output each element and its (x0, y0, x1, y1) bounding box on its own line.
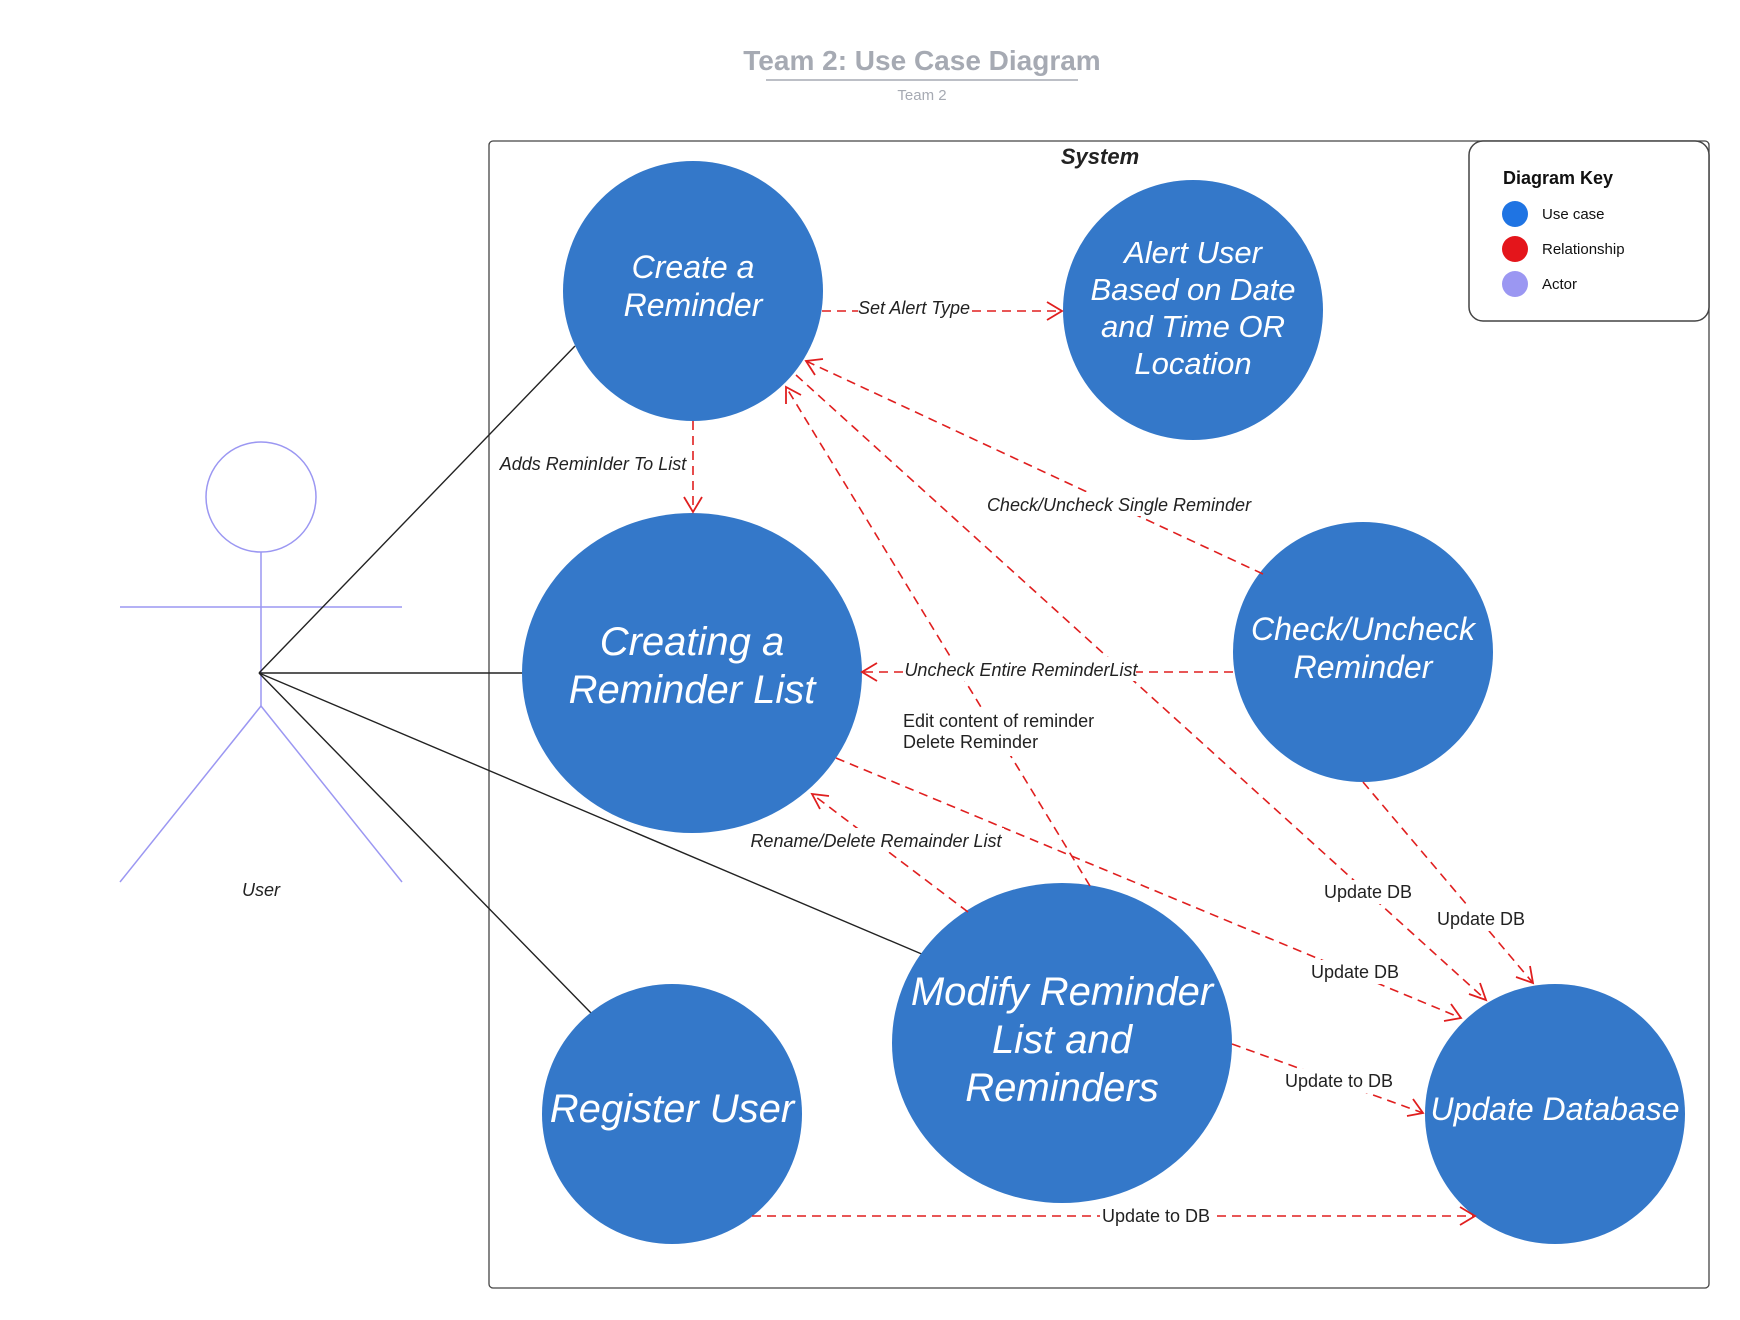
use-case-check-uncheck-line-1: Check/Uncheck (1251, 611, 1477, 647)
use-case-alert-user-line-1: Alert User (1122, 235, 1263, 270)
label-bg-rename-delete (750, 828, 1004, 852)
use-case-check-uncheck-circle (1233, 522, 1493, 782)
use-case-modify-line-3: Reminders (965, 1066, 1158, 1110)
label-check-single: Check/Uncheck Single Reminder (987, 495, 1252, 515)
actor-user: User (119, 441, 403, 900)
actor-right-leg (260, 705, 403, 883)
association-modify (258, 672, 925, 956)
use-case-register-line-1: Register User (550, 1087, 796, 1131)
label-bg-uncheck-entire (904, 657, 1136, 681)
use-case-create-reminder-line-1: Create a (632, 249, 755, 285)
actor-name: User (242, 880, 281, 900)
use-case-create-reminder-circle (563, 161, 823, 421)
use-case-create-reminder-line-2: Reminder (624, 287, 764, 323)
use-cases: Create a Reminder Alert User Based on Da… (522, 161, 1685, 1244)
label-edit-content: Edit content of reminder (903, 711, 1094, 731)
rel-update-db-1-line (795, 374, 1487, 1001)
use-case-modify-ellipse (892, 883, 1232, 1203)
key-relationship-label: Relationship (1542, 241, 1625, 258)
rel-rename-delete-arrowhead (810, 792, 830, 810)
label-delete-reminder: Delete Reminder (903, 732, 1038, 752)
rel-update-to-db-1-line (1231, 1043, 1424, 1114)
use-case-creating-list-ellipse (522, 513, 862, 833)
label-update-to-db-1: Update to DB (1285, 1071, 1393, 1091)
actor-head (205, 441, 317, 553)
label-bg-check-single (986, 492, 1252, 516)
use-case-update-db-line-1: Update Database (1430, 1091, 1679, 1127)
diagram-title: Team 2: Use Case Diagram (743, 45, 1100, 76)
use-case-modify-line-1: Modify Reminder (911, 970, 1215, 1014)
diagram-subtitle: Team 2 (897, 87, 946, 104)
label-update-db-1: Update DB (1324, 882, 1412, 902)
label-bg-update-db-1 (1321, 880, 1415, 904)
use-case-creating-list-line-1: Creating a (600, 620, 785, 664)
association-create-reminder (258, 345, 576, 674)
associations (258, 345, 925, 1015)
diagram-key: Diagram Key Use case Relationship Actor (1468, 140, 1710, 322)
use-case-register[interactable]: Register User (542, 984, 802, 1244)
rel-update-to-db-1-arrowhead (1406, 1098, 1425, 1117)
label-bg-update-db-3 (1308, 960, 1402, 984)
use-case-create-reminder[interactable]: Create a Reminder (563, 161, 823, 421)
use-case-modify[interactable]: Modify Reminder List and Reminders (892, 883, 1232, 1203)
use-case-alert-user-circle (1063, 180, 1323, 440)
label-bg-update-to-db-1 (1284, 1069, 1394, 1093)
key-actor-label: Actor (1542, 276, 1577, 293)
use-case-modify-line-2: List and (992, 1018, 1134, 1062)
label-adds-to-list: Adds ReminIder To List (499, 454, 687, 474)
actor-left-leg (119, 705, 262, 883)
use-case-check-uncheck[interactable]: Check/Uncheck Reminder (1233, 522, 1493, 782)
system-boundary (488, 140, 1710, 1289)
rel-edit-delete-arrowhead (785, 385, 802, 404)
rel-update-to-db-2-arrowhead (1459, 1206, 1477, 1226)
use-case-creating-list[interactable]: Creating a Reminder List (522, 513, 862, 833)
label-update-db-2: Update DB (1437, 909, 1525, 929)
label-bg-update-to-db-2 (1100, 1204, 1212, 1228)
rel-rename-delete-line (811, 793, 969, 913)
label-bg-edit-delete (900, 708, 1100, 756)
rel-uncheck-entire-arrowhead (860, 662, 878, 682)
key-use-case-label: Use case (1542, 206, 1605, 223)
rel-check-single-line (805, 360, 1264, 575)
label-uncheck-entire: Uncheck Entire ReminderList (904, 660, 1138, 680)
use-case-creating-list-line-2: Reminder List (569, 668, 818, 712)
use-case-alert-user[interactable]: Alert User Based on Date and Time OR Loc… (1063, 180, 1323, 440)
label-rename-delete: Rename/Delete Remainder List (750, 831, 1002, 851)
key-relationship-swatch (1502, 236, 1528, 262)
use-case-alert-user-line-3: and Time OR (1101, 309, 1285, 344)
label-update-db-3: Update DB (1311, 962, 1399, 982)
use-case-register-circle (542, 984, 802, 1244)
rel-set-alert-arrowhead (1046, 301, 1064, 321)
use-case-alert-user-line-2: Based on Date (1090, 272, 1295, 307)
rel-update-db-3-line (835, 757, 1462, 1019)
label-bg-set-alert (858, 296, 970, 320)
rel-check-single-arrowhead (804, 358, 824, 376)
diagram-key-box (1468, 140, 1710, 322)
association-register (258, 672, 593, 1015)
key-use-case-swatch (1502, 201, 1528, 227)
use-case-alert-user-line-4: Location (1134, 346, 1251, 381)
use-case-update-db-circle (1425, 984, 1685, 1244)
label-update-to-db-2: Update to DB (1102, 1206, 1210, 1226)
system-label: System (1061, 144, 1139, 169)
use-case-update-db[interactable]: Update Database (1425, 984, 1685, 1244)
use-case-check-uncheck-line-2: Reminder (1294, 649, 1434, 685)
key-actor-swatch (1502, 271, 1528, 297)
rel-update-db-3-arrowhead (1443, 1003, 1463, 1022)
label-bg-update-db-2 (1434, 907, 1528, 931)
rel-update-db-2-arrowhead (1515, 965, 1535, 985)
relationship-labels: Set Alert Type Adds ReminIder To List Ch… (499, 296, 1528, 1228)
diagram-key-title: Diagram Key (1503, 168, 1613, 188)
rel-edit-delete-line (785, 386, 1091, 887)
rel-adds-to-list-arrowhead (683, 496, 703, 514)
label-set-alert: Set Alert Type (858, 298, 970, 318)
rel-update-db-1-arrowhead (1468, 982, 1488, 1002)
